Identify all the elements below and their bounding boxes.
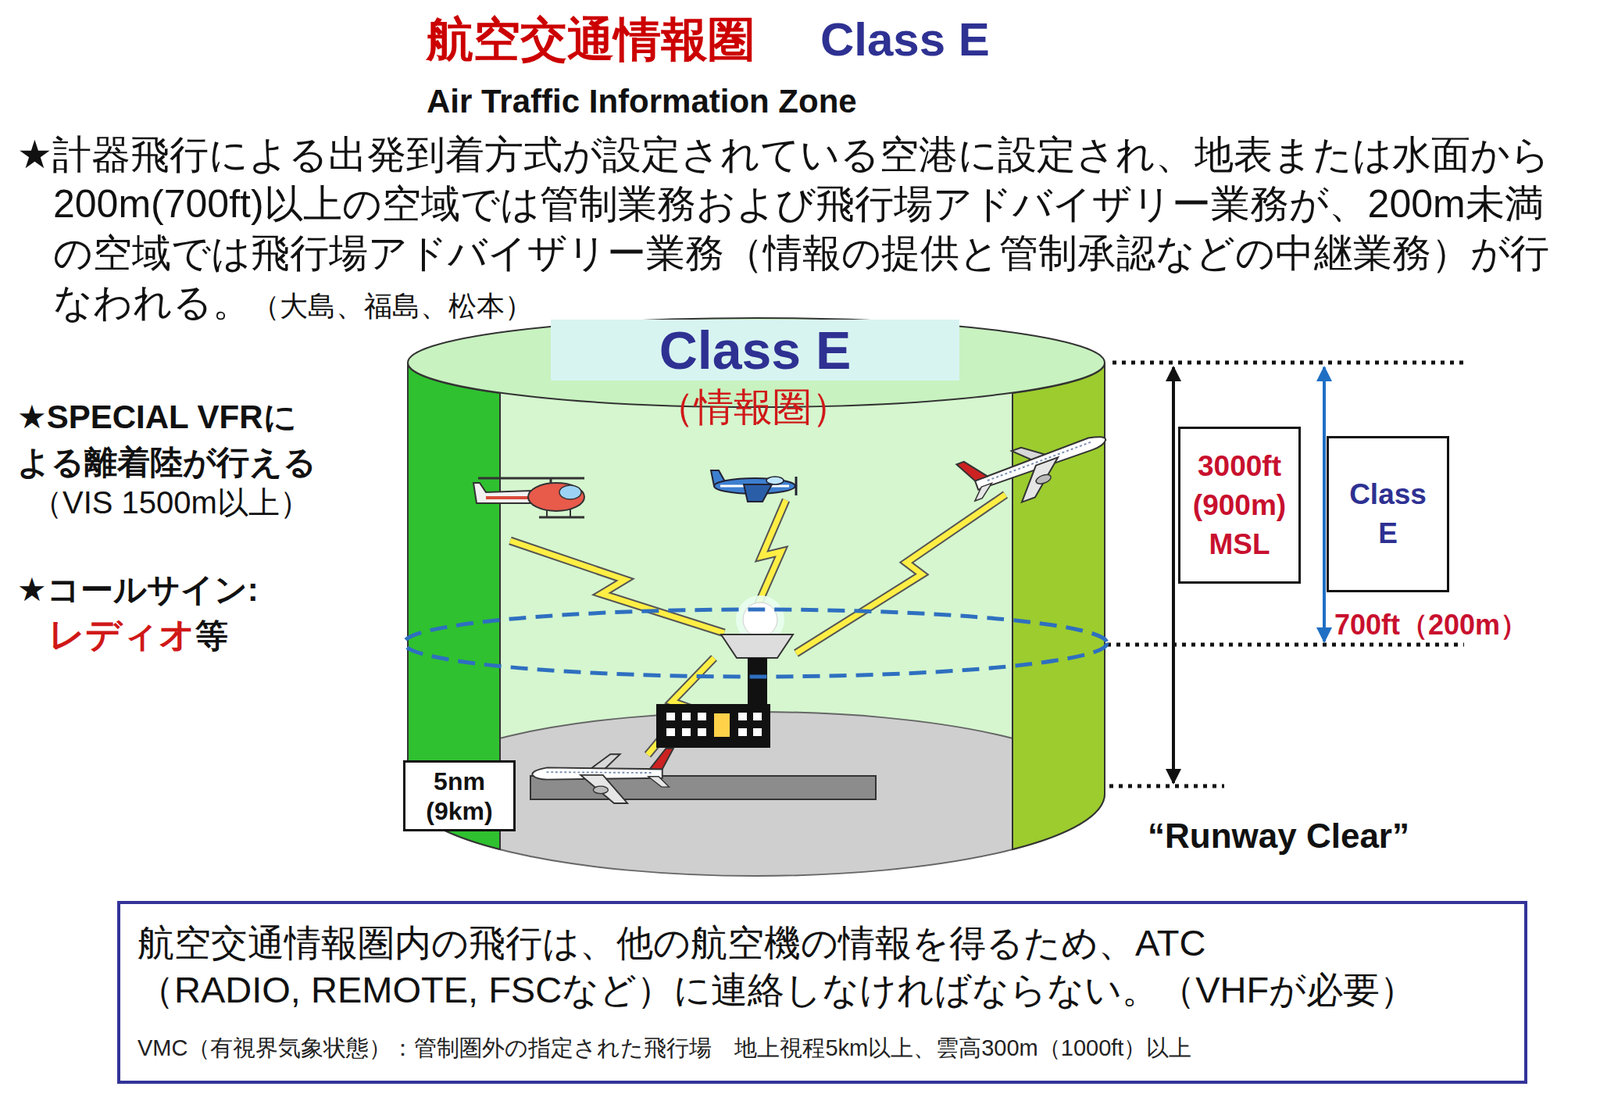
dotted-level-line [1107, 642, 1465, 647]
altitude-text: 3000ft (900m) MSL [1180, 446, 1299, 565]
class-box: Class E [1326, 435, 1450, 593]
subtitle: Air Traffic Information Zone [426, 82, 858, 122]
callsign-value: レディオ [48, 614, 196, 655]
notice-box: 航空交通情報圏内の飛行は、他の航空機の情報を得るため、ATC（RADIO, RE… [117, 900, 1528, 1084]
description-text: ★計器飛行による出発到着方式が設定されている空港に設定され、地表または水面から2… [17, 132, 1550, 325]
zone-subtitle: （情報圏） [596, 383, 910, 431]
special-vfr-note: ★SPECIAL VFRによる離着陸が行える [17, 394, 322, 486]
dotted-level-line [1112, 360, 1465, 365]
vmc-note: VMC（有視界気象状態）：管制圏外の指定された飛行場 地上視程5km以上、雲高3… [137, 1033, 1509, 1062]
right-wall [1012, 362, 1105, 850]
class-range-arrow [1322, 367, 1326, 642]
radius-box: 5nm (9km) [403, 760, 516, 832]
runway-clear-label: “Runway Clear” [1147, 814, 1410, 858]
zone-class-label: Class E [550, 319, 960, 381]
heading-class: Class E [820, 16, 990, 64]
visibility-note: （VIS 1500m以上） [31, 482, 311, 522]
class-text: Class E [1346, 475, 1430, 554]
callsign-heading: ★コールサイン: [17, 567, 259, 612]
notice-text: 航空交通情報圏内の飛行は、他の航空機の情報を得るため、ATC（RADIO, RE… [137, 919, 1509, 1014]
diagram-title: 航空交通情報圏 [426, 16, 755, 64]
line-spacer [1219, 919, 1509, 964]
dotted-level-line [1109, 784, 1225, 789]
description-paragraph: ★計器飛行による出発到着方式が設定されている空港に設定され、地表または水面から2… [17, 130, 1568, 331]
radius-text: 5nm (9km) [405, 766, 514, 826]
callsign-suffix: 等 [195, 617, 229, 654]
altitude-arrow [1171, 367, 1175, 783]
airport-list: （大島、福島、松本） [251, 289, 533, 322]
height-label: 700ft（200m） [1334, 607, 1529, 643]
callsign-row: レディオ等 [48, 611, 229, 666]
altitude-box: 3000ft (900m) MSL [1178, 426, 1301, 584]
